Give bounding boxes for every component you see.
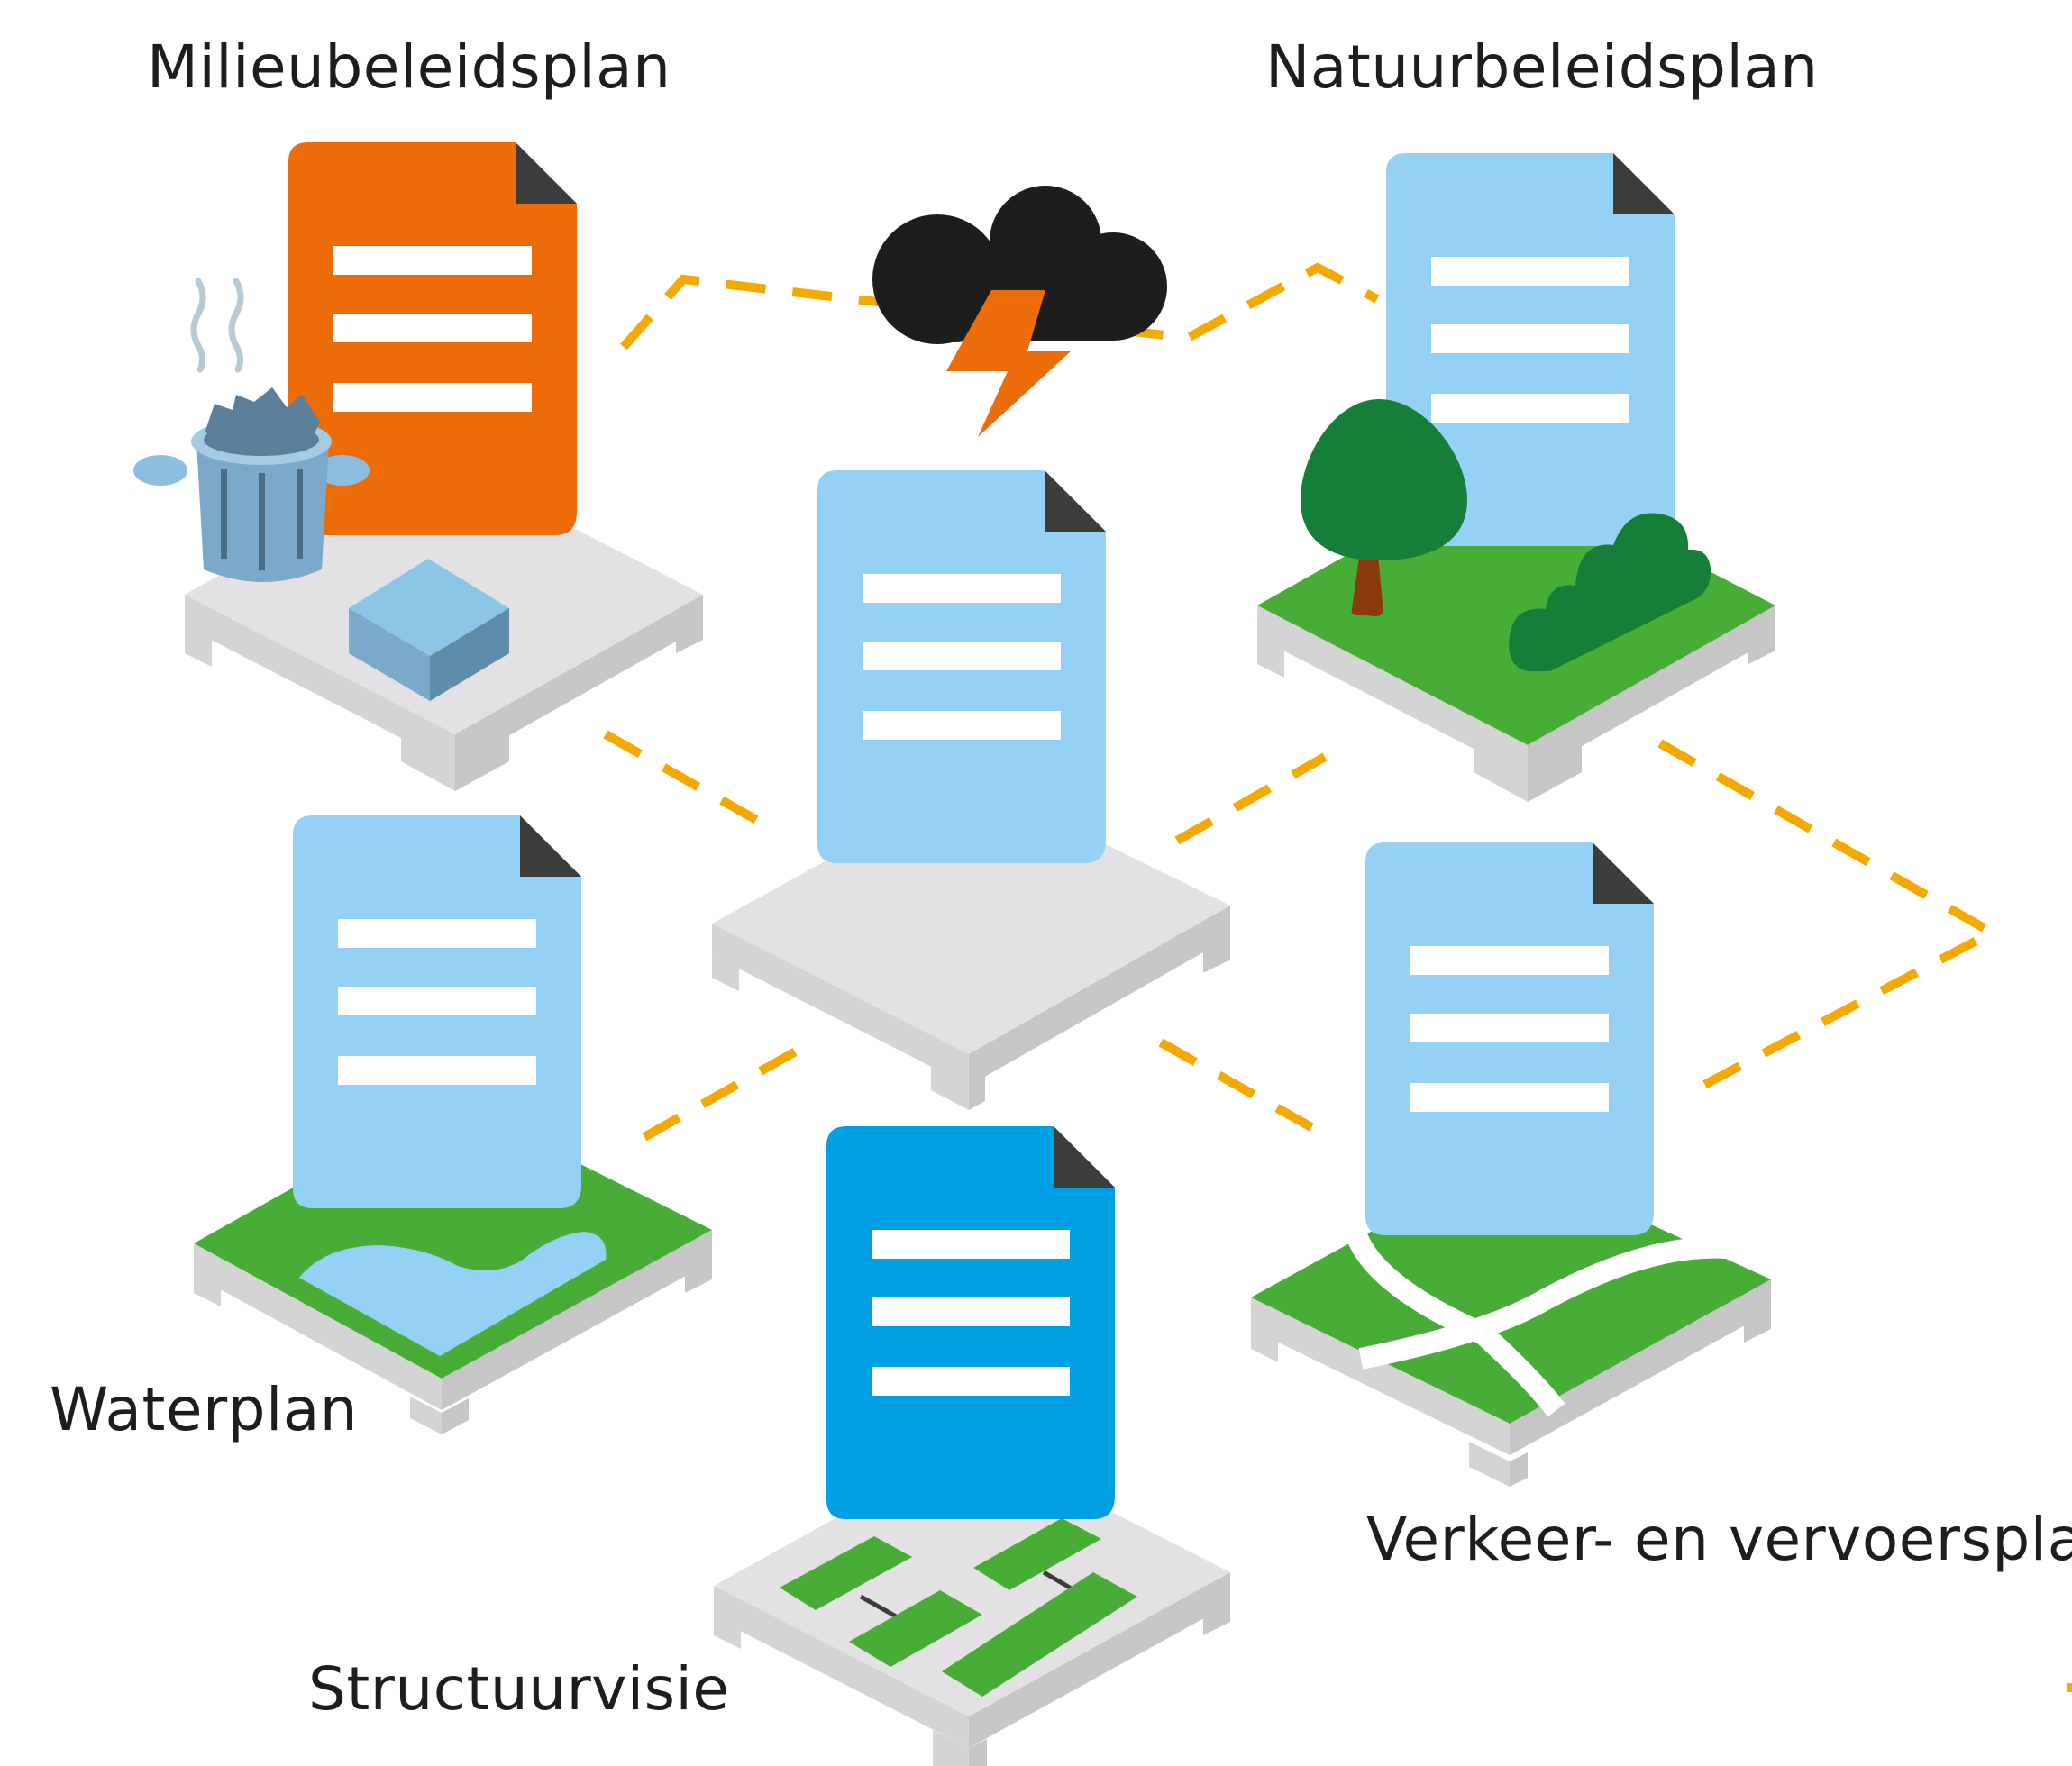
document-water bbox=[293, 815, 581, 1208]
document-milieu bbox=[288, 142, 577, 535]
connector-milieu-center bbox=[603, 730, 780, 836]
label-verkeer-en-vervoersplan: Verkeer- en vervoersplan bbox=[1366, 1505, 2072, 1574]
label-natuurbeleidsplan: Natuurbeleidsplan bbox=[1265, 32, 1819, 102]
document-center bbox=[817, 470, 1106, 863]
connector-natuur-center bbox=[1174, 752, 1328, 845]
zoning-blocks-icon bbox=[780, 1518, 1137, 1697]
label-structuurvisie: Structuurvisie bbox=[308, 1654, 730, 1724]
connector-natuur-verkeer bbox=[1657, 739, 2002, 1097]
connector-center-water bbox=[642, 1041, 809, 1142]
odor-lines bbox=[190, 278, 244, 373]
connector-center-verkeer bbox=[1158, 1038, 1320, 1135]
road-icon bbox=[1344, 1226, 1727, 1417]
trash-bin-icon bbox=[133, 387, 370, 582]
tree-icon bbox=[1301, 399, 1467, 616]
document-structuur bbox=[826, 1126, 1115, 1519]
bush-icon bbox=[1509, 513, 1711, 671]
connector-milieu-natuur bbox=[620, 262, 1380, 350]
connector-lines bbox=[603, 262, 2002, 1142]
label-waterplan: Waterplan bbox=[50, 1375, 359, 1444]
label-milieubeleidsplan: Milieubeleidsplan bbox=[147, 32, 671, 102]
platform-water bbox=[194, 1099, 712, 1434]
connector-edge-mark bbox=[2067, 1683, 2072, 1692]
box-icon bbox=[349, 559, 509, 701]
storm-cloud-icon bbox=[872, 186, 1167, 344]
lightning-icon bbox=[946, 290, 1071, 437]
pond-icon bbox=[299, 1232, 607, 1356]
document-verkeer bbox=[1365, 842, 1654, 1235]
document-natuur bbox=[1386, 153, 1675, 546]
